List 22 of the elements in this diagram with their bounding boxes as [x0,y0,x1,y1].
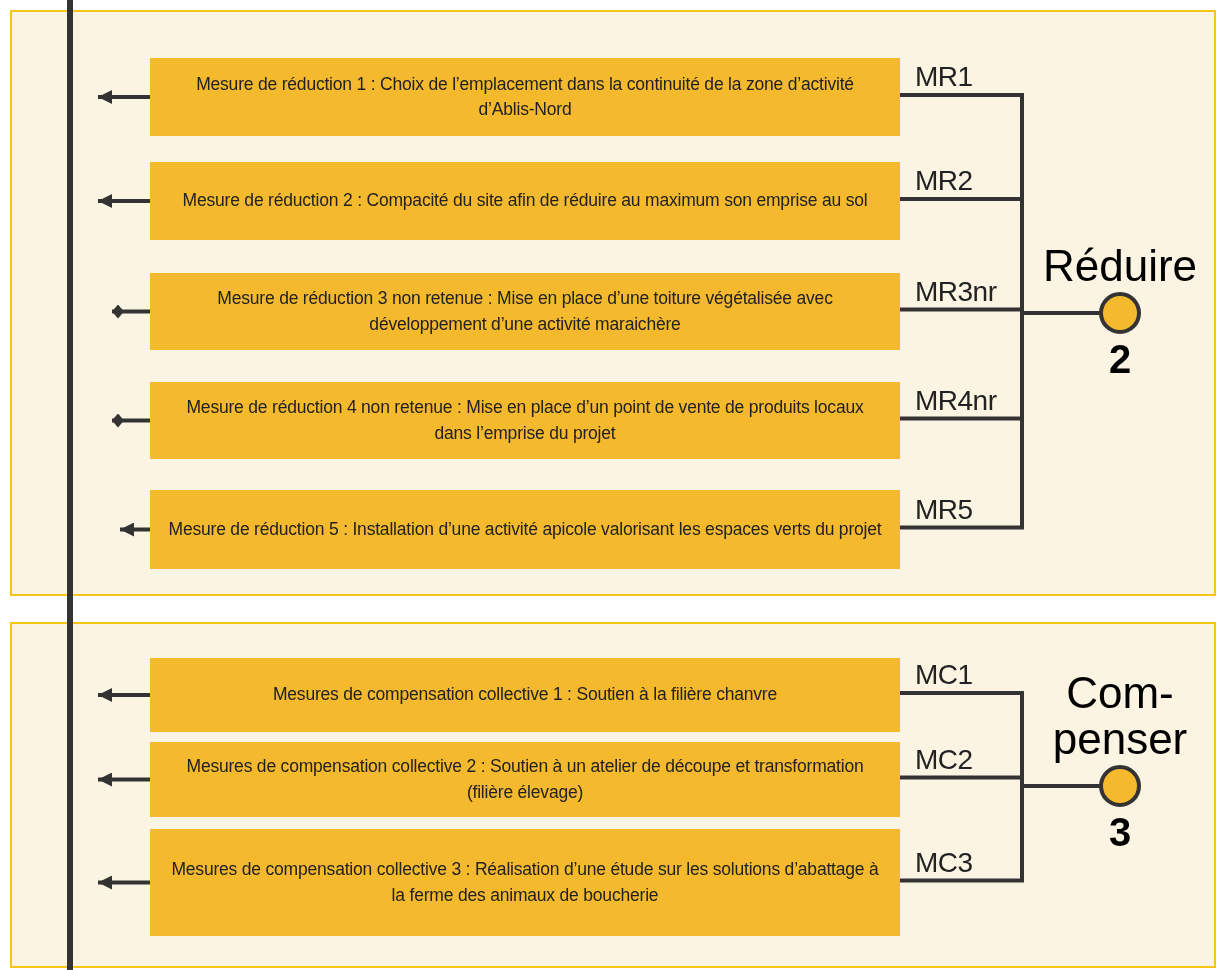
section-number: 2 [1108,337,1132,382]
arrow [98,688,150,702]
arrow [98,772,150,787]
section-panel [10,10,1216,596]
arrow [98,90,150,104]
measure-box: Mesure de réduction 4 non retenue : Mise en place d’un point de vente de produits locaux dans l’emprise du projet [150,382,900,459]
measure-box: Mesures de compensation collective 1 : Soutien à la filière chanvre [150,658,900,732]
measure-box: Mesures de compensation collective 3 : Réalisation d’une étude sur les solutions d’abattage à la ferme des animaux de boucherie [150,829,900,936]
connector-line [900,784,1101,883]
measure-box: Mesures de compensation collective 2 : Soutien à un atelier de découpe et transformation (filière élevage) [150,742,900,817]
measure-box: Mesure de réduction 1 : Choix de l’emplacement dans la continuité de la zone d’activité d’Ablis-Nord [150,58,900,136]
section-heading: Com- penser [1051,669,1189,762]
measure-box: Mesure de réduction 3 non retenue : Mise en place d’une toiture végétalisée avec développement d’une activité maraichère [150,273,900,350]
arrow [120,522,150,537]
section-number: 3 [1108,810,1132,855]
section-panel [10,622,1216,968]
measure-box: Mesure de réduction 5 : Installation d’une activité apicole valorisant les espaces verts du projet [150,490,900,569]
measure-box: Mesure de réduction 2 : Compacité du site afin de réduire au maximum son emprise au sol [150,162,900,240]
arrow [98,875,150,890]
section-heading: Réduire [1041,242,1199,289]
connector-line [900,311,1101,530]
arrow [98,194,150,208]
